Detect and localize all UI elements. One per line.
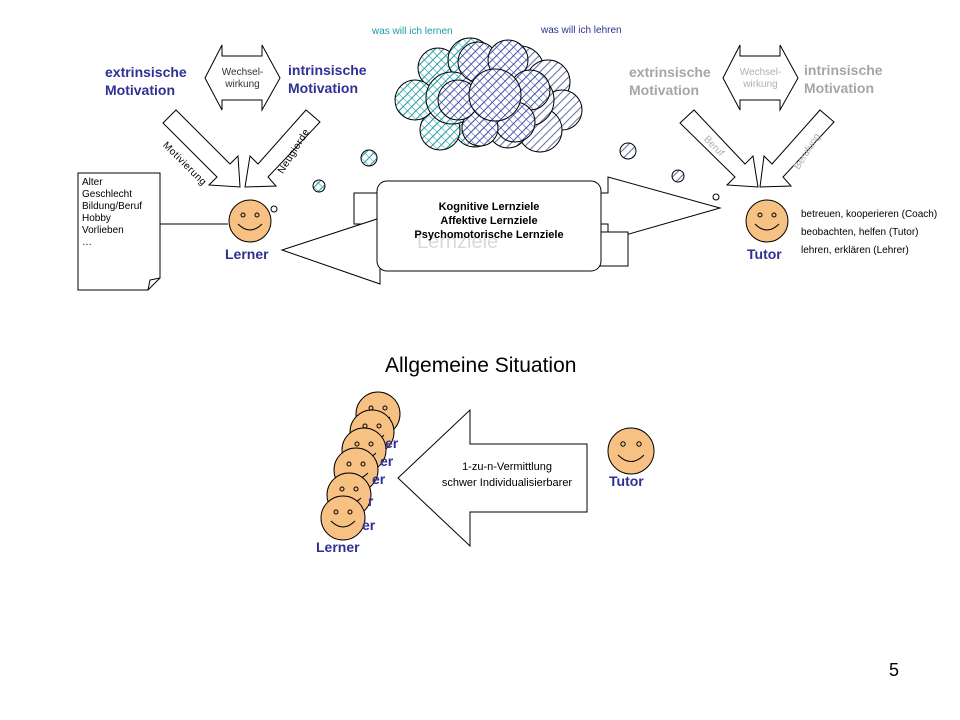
thought-bubble bbox=[671, 169, 685, 183]
berufung-arrow bbox=[759, 109, 835, 188]
note-line: Geschlecht bbox=[82, 189, 133, 200]
note-line: Hobby bbox=[82, 213, 111, 224]
note-fold bbox=[147, 277, 161, 291]
left-extrinsic-line2: Motivation bbox=[105, 82, 175, 98]
left-intrinsic-line1: intrinsische bbox=[288, 62, 367, 78]
goal-line-cognitive: Kognitive Lernziele bbox=[438, 201, 540, 213]
stack-label-4: r bbox=[368, 493, 374, 509]
left-extrinsic-motivation: extrinsische Motivation bbox=[105, 63, 187, 99]
learning-goals-box bbox=[376, 180, 602, 272]
learner-label: Lerner bbox=[225, 246, 269, 262]
label-was-will-ich-lehren: was will ich lehren bbox=[541, 25, 622, 36]
right-intrinsic-line1: intrinsische bbox=[804, 62, 883, 78]
one-to-n-line1: 1-zu-n-Vermittlung bbox=[462, 461, 552, 473]
right-wechsel-line2: wirkung bbox=[743, 79, 778, 90]
left-extrinsic-line1: extrinsische bbox=[105, 64, 187, 80]
page-number: 5 bbox=[889, 660, 900, 680]
goal-line-psychomotor: Psychomotorische Lernziele bbox=[414, 229, 564, 241]
right-extrinsic-line1: extrinsische bbox=[629, 64, 711, 80]
stacked-learner-face bbox=[320, 495, 366, 541]
tutor-roles: betreuen, kooperieren (Coach) beobachten… bbox=[801, 206, 937, 260]
stack-label-1: er bbox=[385, 435, 399, 451]
left-intrinsic-motivation: intrinsische Motivation bbox=[288, 61, 367, 97]
right-intrinsic-motivation: intrinsische Motivation bbox=[804, 61, 883, 97]
tutor-role-item: betreuen, kooperieren (Coach) bbox=[801, 209, 938, 220]
bottom-tutor-face bbox=[607, 427, 655, 475]
goal-line-affective: Affektive Lernziele bbox=[440, 215, 538, 227]
one-to-n-text: 1-zu-n-Vermittlung schwer Individualisie… bbox=[424, 459, 590, 491]
label-was-will-ich-lernen: was will ich lernen bbox=[372, 26, 453, 37]
thought-bubble bbox=[712, 193, 720, 201]
tutor-role-item: beobachten, helfen (Tutor) bbox=[801, 227, 919, 238]
stack-label-3: er bbox=[372, 471, 386, 487]
thought-bubble bbox=[270, 205, 278, 213]
stack-label-2: er bbox=[380, 453, 394, 469]
learning-goals-text: Kognitive Lernziele Affektive Lernziele … bbox=[377, 200, 601, 242]
motivierung-arrow bbox=[162, 109, 241, 188]
learner-profile-note bbox=[77, 172, 161, 291]
stack-label-5: er bbox=[362, 517, 376, 533]
tutor-role-item: lehren, erklären (Lehrer) bbox=[801, 245, 909, 256]
tutor-face bbox=[745, 199, 789, 243]
note-line: Bildung/Beruf bbox=[82, 201, 143, 212]
note-line: … bbox=[82, 237, 92, 248]
learner-face bbox=[228, 199, 272, 243]
left-wechsel-line1: Wechsel- bbox=[221, 67, 264, 78]
note-line: Vorlieben bbox=[82, 225, 124, 236]
left-motivation-arrows bbox=[162, 44, 321, 188]
cloud-shared bbox=[437, 39, 551, 147]
bottom-learner-label: Lerner bbox=[316, 539, 360, 555]
tutor-label: Tutor bbox=[747, 246, 782, 262]
right-extrinsic-line2: Motivation bbox=[629, 82, 699, 98]
cloud-group bbox=[270, 37, 720, 213]
learner-profile-text: Alter Geschlecht Bildung/Beruf Hobby Vor… bbox=[82, 177, 142, 249]
left-wechselwirkung-label: Wechsel- wirkung bbox=[215, 67, 270, 91]
thought-bubble bbox=[360, 149, 378, 167]
wechselwirkung-arrow-left bbox=[204, 44, 281, 112]
thought-bubble bbox=[619, 142, 637, 160]
wechselwirkung-arrow-right bbox=[722, 44, 799, 112]
section-title: Allgemeine Situation bbox=[385, 354, 577, 377]
beruf-arrow bbox=[679, 109, 759, 188]
right-motivation-arrows bbox=[679, 44, 835, 188]
left-intrinsic-line2: Motivation bbox=[288, 80, 358, 96]
learning-goals-ghost: Lernziele bbox=[417, 231, 499, 253]
right-intrinsic-line2: Motivation bbox=[804, 80, 874, 96]
right-wechselwirkung-label: Wechsel- wirkung bbox=[733, 67, 788, 91]
left-wechsel-line2: wirkung bbox=[225, 79, 260, 90]
right-extrinsic-motivation: extrinsische Motivation bbox=[629, 63, 711, 99]
bottom-tutor-label: Tutor bbox=[609, 473, 644, 489]
note-line: Alter bbox=[82, 177, 103, 188]
learner-stack bbox=[320, 391, 401, 541]
thought-bubble bbox=[312, 179, 326, 193]
one-to-n-line2: schwer Individualisierbarer bbox=[441, 477, 573, 489]
one-to-n-arrow bbox=[397, 408, 588, 548]
neugierde-arrow bbox=[244, 109, 321, 188]
right-wechsel-line1: Wechsel- bbox=[739, 67, 782, 78]
